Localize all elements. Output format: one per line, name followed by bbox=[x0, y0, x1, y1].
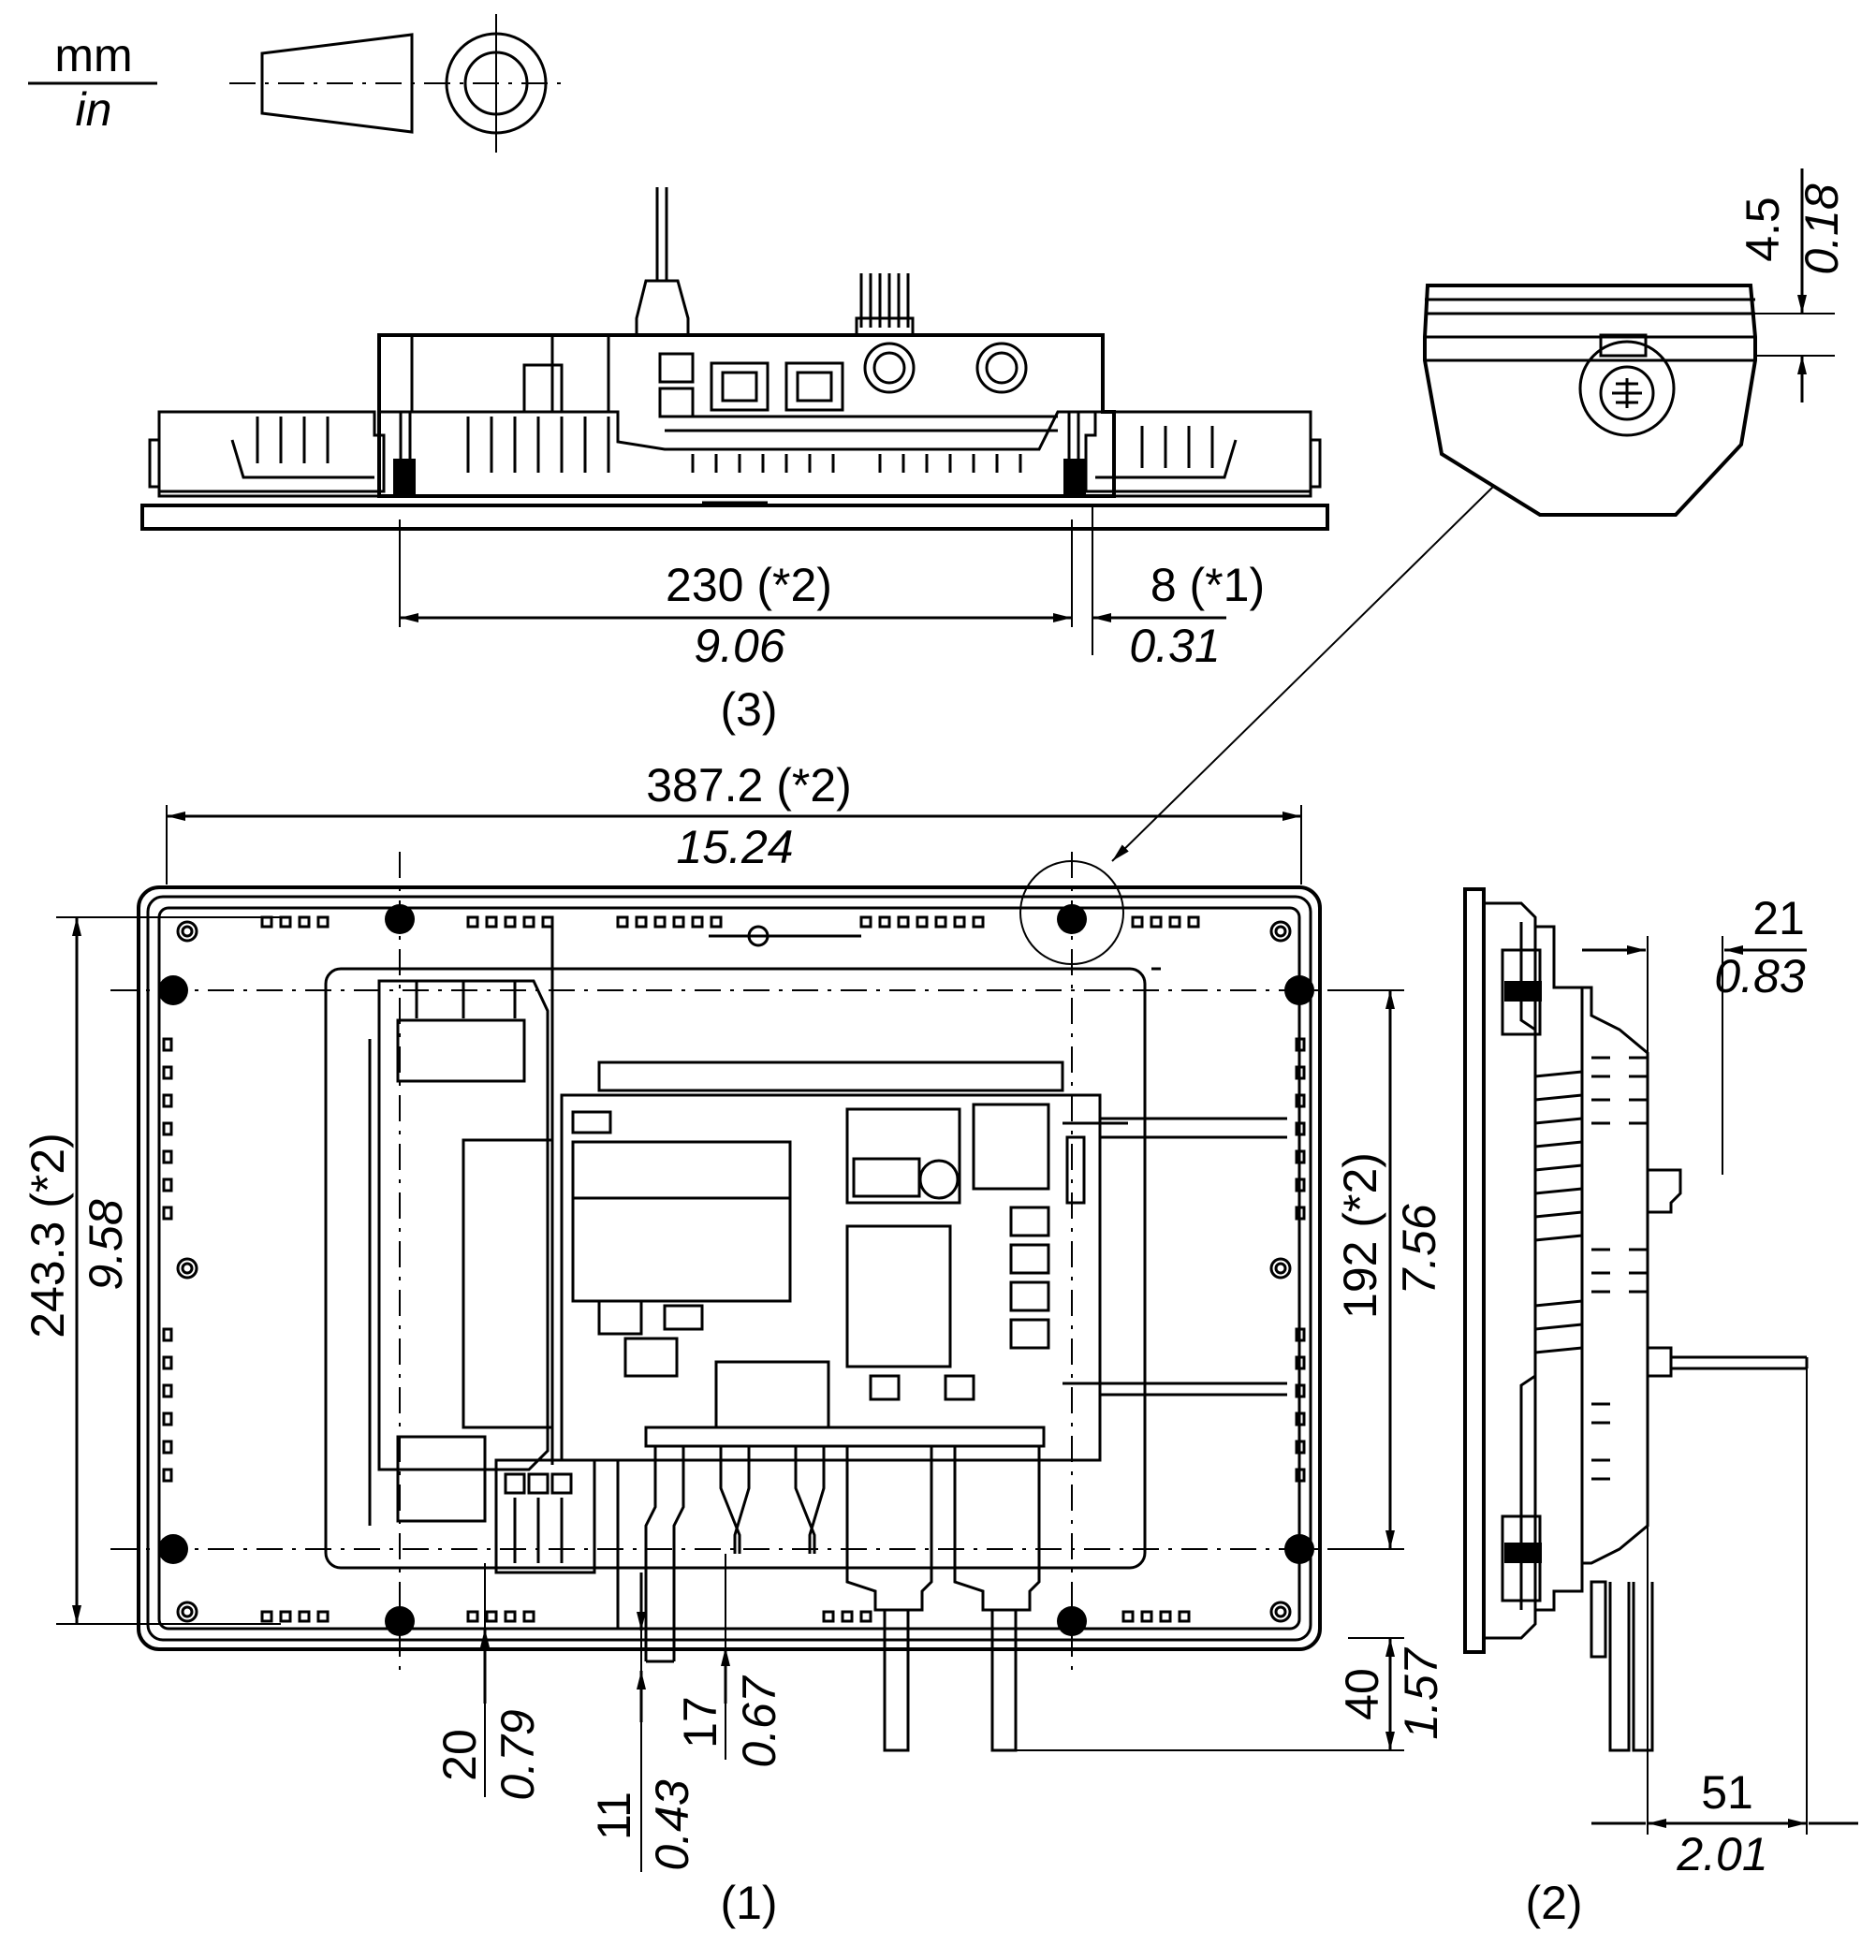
clip-spacing-mm: 192 (*2) bbox=[1334, 1152, 1386, 1319]
view-label-top: (3) bbox=[720, 683, 777, 736]
dim-overall-width: 387.2 (*2) 15.24 bbox=[166, 759, 1302, 885]
cable-depth-mm: 51 bbox=[1701, 1766, 1753, 1819]
bottom-c-mm: 17 bbox=[674, 1696, 726, 1748]
dim-bottom-b: 11 0.43 bbox=[588, 1572, 698, 1872]
overall-width-mm: 387.2 (*2) bbox=[646, 759, 852, 812]
view-label-rear: (1) bbox=[720, 1877, 777, 1929]
dim-bottom-c: 17 0.67 bbox=[674, 1554, 785, 1768]
bottom-d-mm: 40 bbox=[1336, 1668, 1388, 1720]
detail-callout-circle bbox=[1019, 860, 1124, 965]
units-legend: mm in bbox=[28, 29, 157, 136]
side-view bbox=[1463, 887, 1809, 1752]
top-clip-in: 0.31 bbox=[1129, 620, 1220, 672]
detail-thickness-mm: 4.5 bbox=[1737, 197, 1789, 262]
top-clip-mm: 8 (*1) bbox=[1151, 559, 1265, 611]
rear-centerlines bbox=[110, 852, 1348, 1675]
overall-height-in: 9.58 bbox=[80, 1199, 132, 1291]
dim-depth: 21 0.83 bbox=[1582, 892, 1807, 1835]
top-width-in: 9.06 bbox=[694, 620, 785, 672]
rear-cables bbox=[616, 1446, 1041, 1752]
view-label-side: (2) bbox=[1525, 1877, 1582, 1929]
dim-top-width: 230 (*2) 9.06 bbox=[399, 505, 1093, 672]
dim-clip-spacing: 192 (*2) 7.56 bbox=[1329, 989, 1445, 1550]
overall-height-mm: 243.3 (*2) bbox=[22, 1133, 74, 1338]
units-in-label: in bbox=[76, 83, 112, 136]
dim-cable-depth: 51 2.01 bbox=[1591, 1367, 1858, 1880]
top-view bbox=[140, 187, 1329, 531]
top-clip-right bbox=[1063, 412, 1086, 496]
bottom-b-mm: 11 bbox=[588, 1792, 640, 1840]
detail-thickness-in: 0.18 bbox=[1795, 183, 1848, 275]
units-mm-label: mm bbox=[54, 29, 132, 81]
top-width-mm: 230 (*2) bbox=[666, 559, 832, 611]
rear-side-slots bbox=[162, 1037, 1306, 1483]
rear-view bbox=[137, 885, 1322, 1752]
dim-overall-height: 243.3 (*2) 9.58 bbox=[22, 916, 281, 1625]
bottom-b-in: 0.43 bbox=[646, 1779, 698, 1871]
cable-depth-in: 2.01 bbox=[1676, 1828, 1767, 1880]
dim-top-clip: 8 (*1) 0.31 bbox=[1092, 559, 1265, 672]
top-clip-left bbox=[393, 412, 416, 496]
clip-spacing-in: 7.56 bbox=[1393, 1204, 1445, 1295]
rear-screws bbox=[176, 920, 1292, 1623]
dim-bottom-d: 40 1.57 bbox=[1016, 1637, 1447, 1751]
dim-detail-thickness: 4.5 0.18 bbox=[1737, 168, 1848, 402]
detail-view bbox=[1111, 284, 1757, 862]
depth-in: 0.83 bbox=[1714, 950, 1806, 1002]
top-vents bbox=[256, 415, 1214, 473]
bottom-a-in: 0.79 bbox=[491, 1709, 544, 1800]
overall-width-in: 15.24 bbox=[676, 821, 793, 873]
bottom-d-in: 1.57 bbox=[1395, 1646, 1447, 1740]
side-fins bbox=[1534, 1056, 1648, 1481]
bottom-c-in: 0.67 bbox=[733, 1675, 785, 1768]
depth-mm: 21 bbox=[1752, 892, 1805, 944]
bottom-a-mm: 20 bbox=[433, 1729, 486, 1781]
dim-bottom-a: 20 0.79 bbox=[433, 1563, 544, 1801]
projection-symbol-icon bbox=[229, 14, 562, 153]
rear-top-slots bbox=[260, 915, 1200, 1623]
